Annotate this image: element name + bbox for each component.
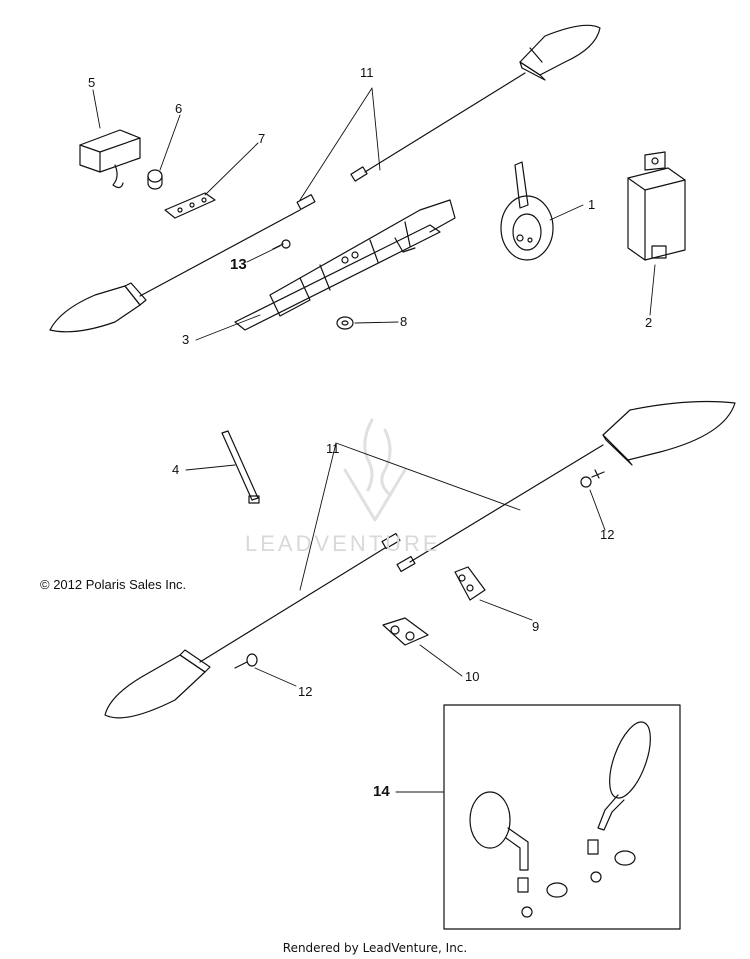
callout-12-left: 12 xyxy=(298,684,313,699)
screw-12-left xyxy=(234,653,258,669)
watermark-logo xyxy=(343,418,407,522)
mirror-kit-box xyxy=(443,704,681,930)
bracket-10 xyxy=(382,617,429,646)
callout-7: 7 xyxy=(258,131,266,146)
mirror-right xyxy=(587,721,651,855)
callout-11-mid: 11 xyxy=(326,441,340,456)
license-light xyxy=(79,129,141,189)
turn-signal-wire-mid-upper xyxy=(396,444,604,573)
callout-13: 13 xyxy=(230,256,247,273)
nut-8 xyxy=(336,316,354,330)
spacer xyxy=(147,169,163,190)
turn-signal-lower-left xyxy=(49,282,147,333)
turn-signal-wire-upper xyxy=(350,72,526,182)
callout-4: 4 xyxy=(172,462,180,477)
mirror-clamps xyxy=(521,850,636,918)
watermark-text: LEADVENTURE xyxy=(245,531,441,556)
turn-signal-mid-left xyxy=(104,649,211,719)
callout-2: 2 xyxy=(645,315,653,330)
mirror-left xyxy=(469,791,529,893)
horn xyxy=(500,161,554,261)
callout-14: 14 xyxy=(373,783,390,800)
turn-signal-mid-right xyxy=(602,400,736,466)
turn-signal-wire-lower xyxy=(139,194,316,297)
turn-signal-wire-mid-lower xyxy=(199,532,401,663)
relay xyxy=(627,151,686,261)
callout-1: 1 xyxy=(588,197,596,212)
leader-lines xyxy=(92,87,656,793)
mount-plate xyxy=(164,192,216,219)
turn-signal-upper-right xyxy=(519,24,601,81)
copyright-notice: © 2012 Polaris Sales Inc. xyxy=(40,577,187,592)
screw-12-right xyxy=(580,469,605,488)
footer-credit: Rendered by LeadVenture, Inc. xyxy=(282,941,468,955)
callout-3: 3 xyxy=(182,332,190,347)
callout-10: 10 xyxy=(465,669,480,684)
callout-9: 9 xyxy=(532,619,540,634)
license-bracket xyxy=(234,199,456,331)
callout-5: 5 xyxy=(88,75,96,90)
screw-13 xyxy=(272,239,291,250)
bracket-9 xyxy=(454,566,486,601)
callout-8: 8 xyxy=(400,314,408,329)
callout-11-top: 11 xyxy=(360,65,374,80)
callout-6: 6 xyxy=(175,101,183,116)
tie-strap xyxy=(221,430,260,504)
callout-12-right: 12 xyxy=(600,527,615,542)
